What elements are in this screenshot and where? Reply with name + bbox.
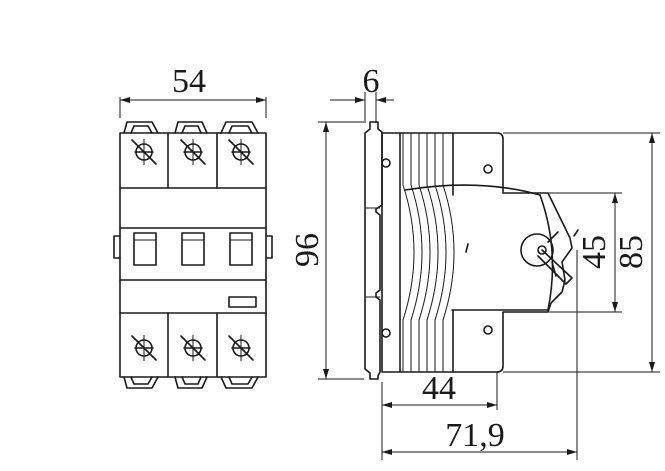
dimension-front-width-label: 54: [172, 63, 206, 100]
dimension-height-overall: 96: [289, 121, 364, 380]
dimension-height-body: 85: [503, 132, 660, 373]
toggle-pivot: [520, 229, 579, 285]
side-view: 6 96: [289, 63, 660, 460]
front-view: 54: [113, 63, 273, 389]
cooling-fins: [402, 133, 455, 372]
din-clip: [364, 121, 383, 380]
dimension-front-width: 54: [119, 63, 267, 118]
dimension-din-offset: 6: [330, 63, 394, 123]
dimension-din-offset-label: 6: [363, 63, 380, 100]
top-screw-2: [180, 138, 206, 166]
position-mark: [465, 243, 469, 253]
dimension-height-body-label: 85: [613, 235, 650, 269]
dimension-height-front-label: 45: [576, 235, 613, 269]
top-screw-1: [131, 138, 157, 166]
dimension-depth-front-label: 44: [422, 370, 456, 407]
dimension-depth-front: 44: [381, 370, 498, 410]
dimension-depth-overall-label: 71,9: [445, 417, 505, 454]
bottom-screw-3: [228, 334, 254, 362]
bottom-terminal-clips: [123, 376, 259, 389]
dimension-depth-overall: 71,9: [381, 250, 578, 460]
dimension-height-front: 45: [548, 192, 622, 313]
bottom-screw-1: [131, 334, 157, 362]
toggle-handles: [133, 232, 253, 266]
mount-hole-4: [483, 325, 493, 335]
dimension-height-overall-label: 96: [289, 233, 326, 267]
side-body-outline: [381, 132, 573, 373]
top-screw-3: [228, 138, 254, 166]
label-window: [228, 296, 257, 308]
mount-hole-3: [381, 328, 391, 338]
mount-hole-1: [381, 158, 391, 168]
front-body-outline: [119, 132, 267, 378]
top-terminal-clips: [123, 121, 259, 134]
mount-hole-2: [483, 164, 493, 174]
bottom-screw-2: [180, 334, 206, 362]
